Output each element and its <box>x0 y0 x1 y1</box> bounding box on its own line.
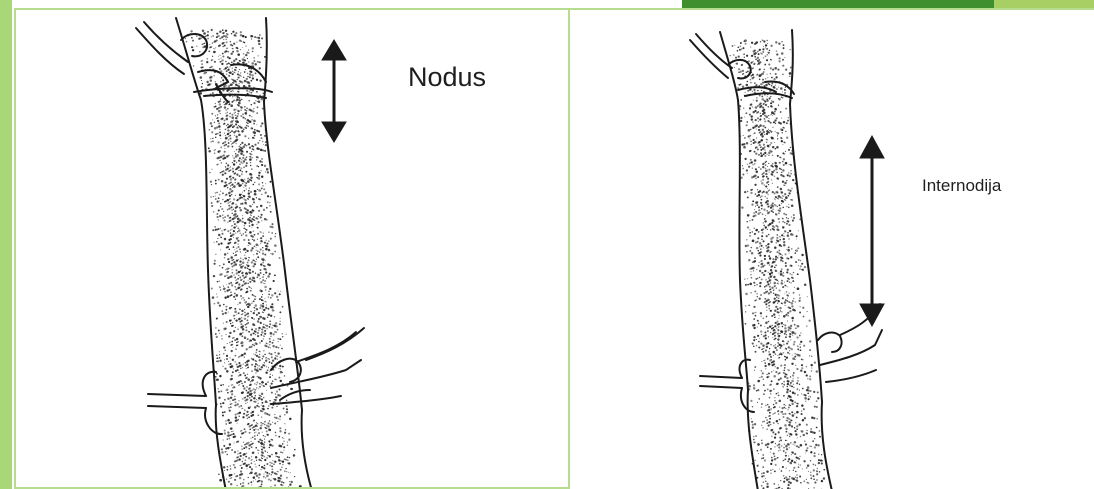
right-figure-panel: Internodija <box>570 8 1094 489</box>
internodija-label: Internodija <box>922 176 1001 196</box>
double-headed-vertical-arrow-icon <box>16 10 570 489</box>
nodus-label: Nodus <box>408 62 486 93</box>
left-figure-panel: Nodus <box>14 8 570 489</box>
double-headed-vertical-arrow-icon <box>570 10 1094 489</box>
left-accent-bar <box>0 0 12 489</box>
